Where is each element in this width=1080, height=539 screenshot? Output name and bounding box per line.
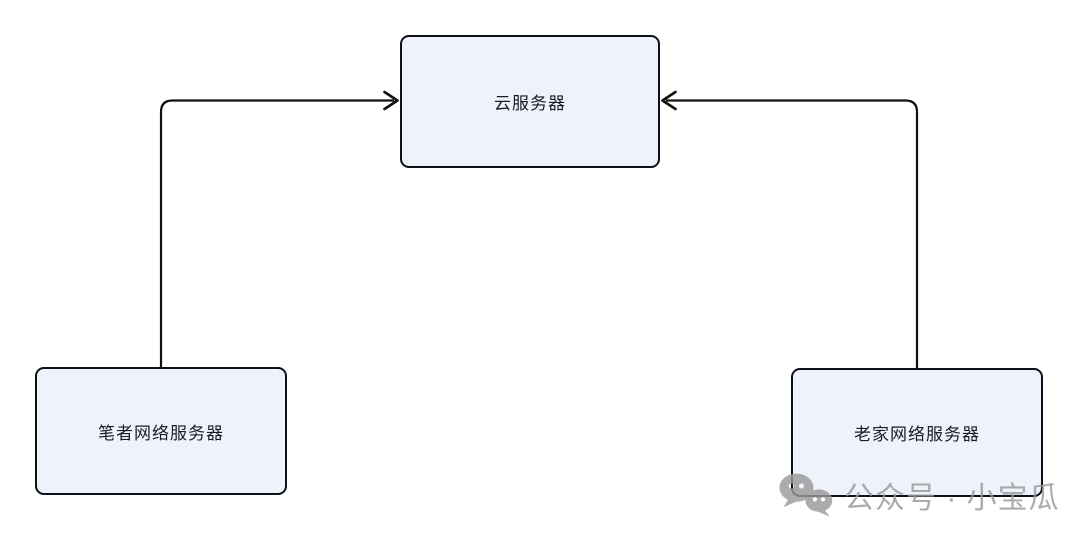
arrowhead-left-icon bbox=[661, 90, 677, 111]
node-cloud-server: 云服务器 bbox=[400, 35, 660, 168]
node-author-server: 笔者网络服务器 bbox=[35, 367, 287, 495]
node-label: 云服务器 bbox=[494, 94, 566, 113]
edge-author-to-cloud bbox=[159, 99, 394, 367]
node-hometown-server: 老家网络服务器 bbox=[791, 368, 1043, 497]
arrowhead-right-icon bbox=[383, 90, 399, 111]
node-label: 老家网络服务器 bbox=[854, 425, 980, 444]
edge-hometown-to-cloud bbox=[666, 99, 919, 368]
node-label: 笔者网络服务器 bbox=[98, 423, 224, 443]
